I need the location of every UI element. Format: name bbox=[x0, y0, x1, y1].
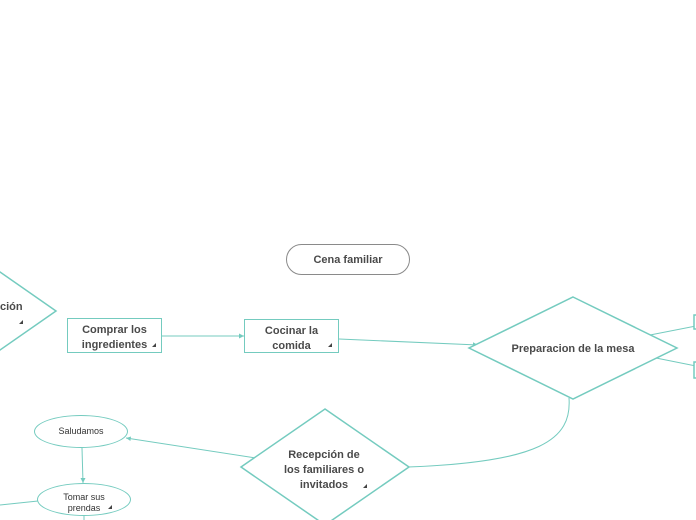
partial-node-right-1 bbox=[693, 314, 696, 330]
collapse-indicator-icon[interactable] bbox=[363, 484, 367, 488]
node-cocinar-label: Cocinar la comida bbox=[264, 325, 319, 352]
node-saludamos[interactable]: Saludamos bbox=[34, 415, 128, 448]
connector-tomar-left bbox=[0, 500, 39, 506]
partial-node-right-2 bbox=[693, 361, 696, 379]
root-node-cena-familiar[interactable]: Cena familiar bbox=[286, 244, 410, 275]
diamond-recepcion bbox=[239, 408, 411, 520]
connector-cocinar-mesa bbox=[338, 338, 479, 346]
collapse-indicator-icon[interactable] bbox=[19, 320, 23, 324]
connector-mesa-recepcion bbox=[407, 397, 570, 468]
diamond-preparacion-partial bbox=[0, 271, 58, 351]
collapse-indicator-icon[interactable] bbox=[328, 343, 332, 347]
node-comprar-label: Comprar los ingredientes bbox=[81, 324, 148, 351]
root-node-label: Cena familiar bbox=[313, 253, 383, 266]
node-recepcion-line-2: los familiares o bbox=[283, 464, 365, 476]
collapse-indicator-icon[interactable] bbox=[152, 343, 156, 347]
node-recepcion-line-1: Recepción de bbox=[288, 449, 360, 461]
arrowhead bbox=[239, 333, 244, 339]
arrowhead bbox=[126, 436, 131, 441]
node-tomar-prendas[interactable]: Tomar sus prendas bbox=[37, 483, 131, 516]
connector-saludamos-tomar bbox=[81, 447, 84, 484]
node-preparacion-partial-label[interactable]: ción bbox=[0, 301, 23, 313]
node-comprar-ingredientes[interactable]: Comprar los ingredientes bbox=[67, 318, 162, 353]
node-recepcion-line-3: invitados bbox=[299, 479, 349, 491]
connector-mesa-right-2 bbox=[655, 357, 696, 367]
arrowhead bbox=[80, 478, 86, 483]
diamond-preparacion-mesa bbox=[467, 296, 679, 400]
node-cocinar-comida[interactable]: Cocinar la comida bbox=[244, 319, 339, 353]
node-recepcion-label[interactable]: Recepción de los familiares o invitados bbox=[268, 448, 380, 493]
node-saludamos-label: Saludamos bbox=[58, 426, 104, 436]
node-preparacion-mesa-label[interactable]: Preparacion de la mesa bbox=[511, 343, 635, 355]
node-tomar-label: Tomar sus prendas bbox=[63, 492, 105, 513]
collapse-indicator-icon[interactable] bbox=[108, 505, 112, 509]
connector-recepcion-saludamos bbox=[125, 437, 257, 459]
connector-mesa-right-1 bbox=[649, 325, 696, 336]
